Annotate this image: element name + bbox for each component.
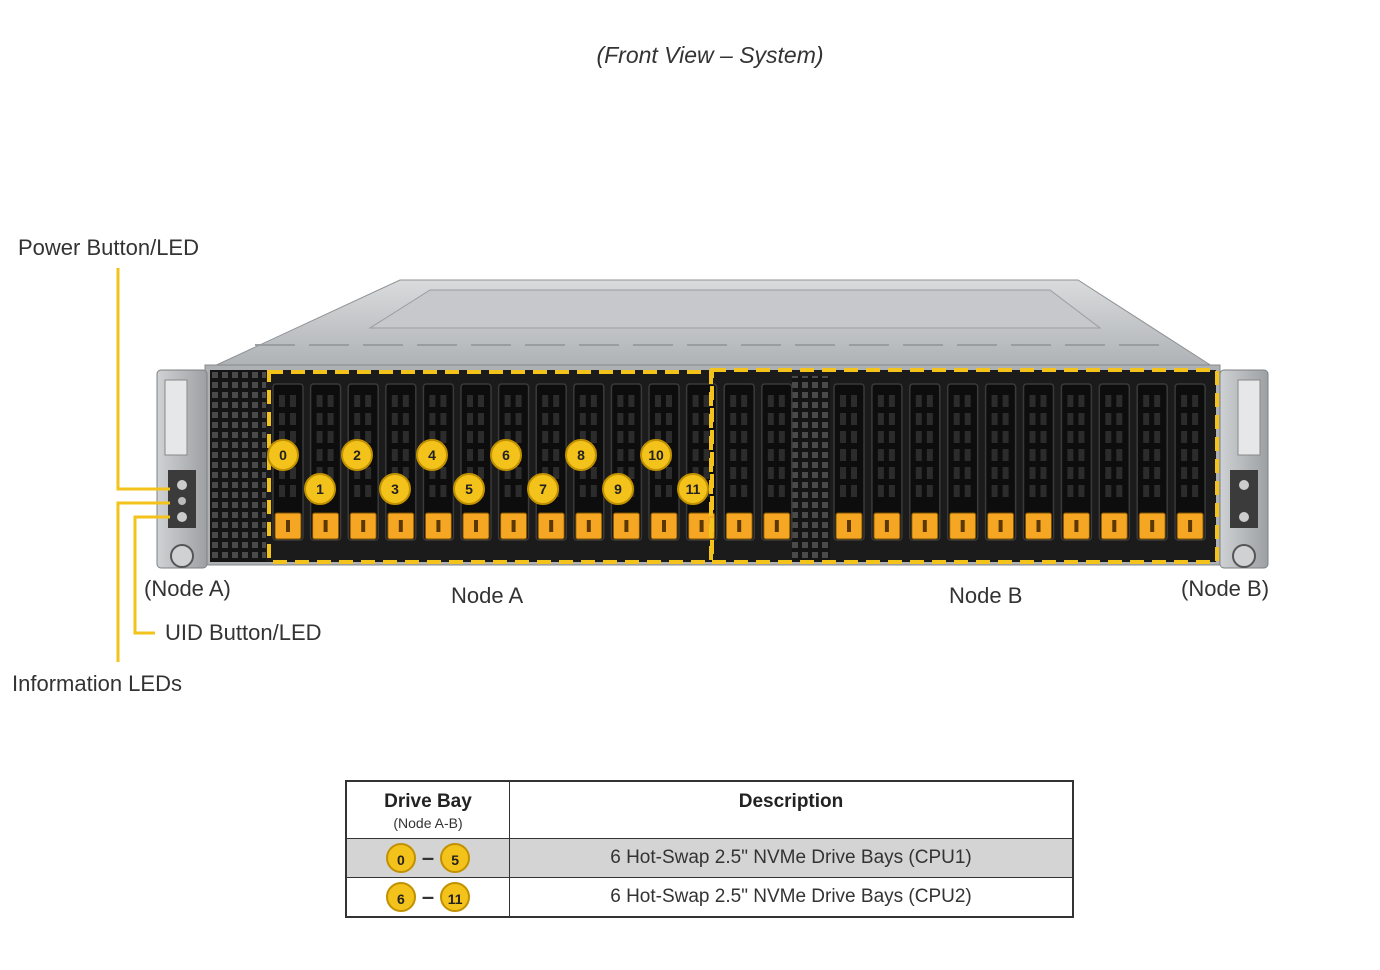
bay-number-badge: 5 xyxy=(453,473,485,505)
drive-tray xyxy=(909,383,941,541)
bay-badge: 6 xyxy=(385,882,416,912)
node-b-label: Node B xyxy=(949,583,1023,608)
node-a-paren-label: (Node A) xyxy=(144,576,231,601)
table-row: 0–5 6 Hot-Swap 2.5" NVMe Drive Bays (CPU… xyxy=(345,838,1074,878)
bay-number-badge: 8 xyxy=(565,439,597,471)
uid-button-led-label: UID Button/LED xyxy=(165,620,322,645)
node-a-label: Node A xyxy=(451,583,524,608)
bay-number-text: 0 xyxy=(279,447,287,463)
bay-number-text: 6 xyxy=(502,447,510,463)
bay-number-badge: 3 xyxy=(379,473,411,505)
bay-number-text: 8 xyxy=(577,447,585,463)
bay-number-text: 7 xyxy=(539,481,547,497)
power-button-led-label: Power Button/LED xyxy=(18,235,199,260)
drive-tray xyxy=(535,383,567,541)
bay-number-badge: 2 xyxy=(341,439,373,471)
bay-number-badge: 11 xyxy=(677,473,709,505)
bay-number-text: 1 xyxy=(316,481,324,497)
drive-tray xyxy=(1022,383,1055,541)
drive-tray xyxy=(1136,383,1168,541)
bay-number-badge: 4 xyxy=(416,439,448,471)
bay-number-text: 4 xyxy=(428,447,436,463)
bay-number-text: 2 xyxy=(353,447,361,463)
drive-tray xyxy=(723,383,755,541)
drive-tray xyxy=(1098,383,1131,541)
description-cell: 6 Hot-Swap 2.5" NVMe Drive Bays (CPU1) xyxy=(509,838,1074,878)
drive-bay-legend-table: Drive Bay (Node A-B) Description 0–5 6 H… xyxy=(345,780,1074,918)
bay-number-text: 3 xyxy=(391,481,399,497)
drive-bay-subheader: (Node A-B) xyxy=(393,815,463,831)
drive-tray xyxy=(1174,383,1206,541)
bay-number-text: 10 xyxy=(648,447,664,463)
drive-tray xyxy=(984,383,1017,541)
server-chassis-illustration: 0 1 2 3 4 5 6 7 8 9 10 11 xyxy=(116,268,1269,662)
drive-tray xyxy=(946,383,979,541)
drive-tray xyxy=(1060,383,1093,541)
information-leds-label: Information LEDs xyxy=(12,671,182,696)
drive-tray xyxy=(460,383,492,541)
drive-tray xyxy=(761,383,793,541)
bay-range-cell: 0–5 xyxy=(345,838,510,878)
bay-number-badge: 0 xyxy=(267,439,299,471)
bay-number-badge: 10 xyxy=(640,439,672,471)
bay-number-text: 5 xyxy=(465,481,473,497)
drive-tray xyxy=(610,383,643,541)
power-callout-line xyxy=(116,268,170,491)
bay-number-badge: 9 xyxy=(602,473,634,505)
drive-tray xyxy=(833,383,865,541)
bay-badge: 0 xyxy=(385,843,416,873)
description-cell: 6 Hot-Swap 2.5" NVMe Drive Bays (CPU2) xyxy=(509,877,1074,918)
description-header: Description xyxy=(509,780,1074,839)
drive-bay-header: Drive Bay (Node A-B) xyxy=(345,780,510,839)
table-row: 6–11 6 Hot-Swap 2.5" NVMe Drive Bays (CP… xyxy=(345,877,1074,918)
drive-tray xyxy=(871,383,903,541)
bay-badge: 11 xyxy=(440,882,471,912)
drive-tray xyxy=(385,383,417,541)
bay-number-text: 9 xyxy=(614,481,622,497)
node-b-outline xyxy=(710,368,1219,564)
info-callout-line xyxy=(116,501,170,662)
diagram-title: (Front View – System) xyxy=(596,42,824,68)
drive-tray xyxy=(309,383,342,541)
node-a-outline xyxy=(267,370,713,564)
bay-number-badge: 7 xyxy=(527,473,559,505)
bay-number-text: 11 xyxy=(686,481,701,497)
center-divider xyxy=(792,376,830,560)
uid-callout-line xyxy=(133,515,170,635)
bay-range-cell: 6–11 xyxy=(345,877,510,918)
left-vent-grille xyxy=(210,370,266,562)
node-b-paren-label: (Node B) xyxy=(1181,576,1270,601)
bay-number-badge: 1 xyxy=(304,473,336,505)
bay-badge: 5 xyxy=(440,843,471,873)
bay-number-badge: 6 xyxy=(490,439,522,471)
